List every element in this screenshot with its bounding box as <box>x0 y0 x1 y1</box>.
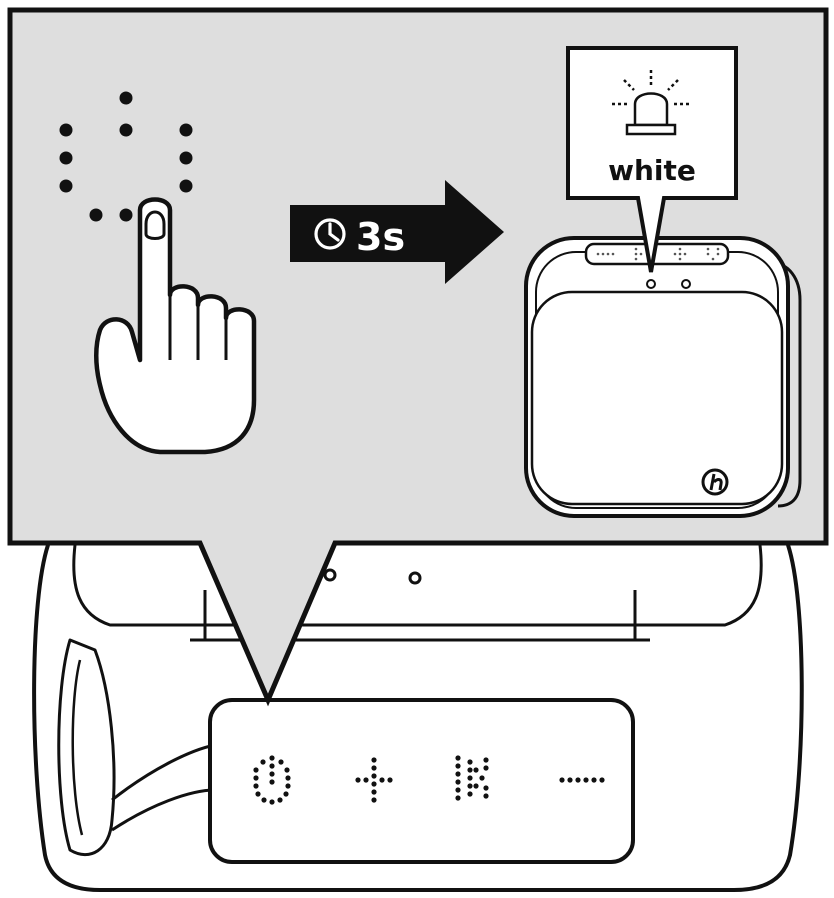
plus-button[interactable] <box>355 757 393 803</box>
timer-arrow: 3s <box>290 180 504 284</box>
small-device-button-icons <box>596 247 720 261</box>
control-panel <box>208 698 635 864</box>
brand-logo <box>701 468 729 496</box>
play-pause-icon <box>455 755 489 801</box>
power-icon <box>253 755 291 805</box>
led-color-label: white <box>608 154 696 187</box>
led-indicator <box>646 279 656 289</box>
led-color-bubble: white <box>566 46 738 273</box>
play-pause-button[interactable] <box>455 755 489 801</box>
minus-button[interactable] <box>559 777 605 783</box>
clock-icon <box>314 218 346 250</box>
timer-duration-label: 3s <box>356 215 405 259</box>
speaker-device-small <box>524 236 802 518</box>
finger-press-icon <box>59 91 257 455</box>
light-signal-icon <box>612 70 690 136</box>
speaker-device-large <box>32 544 804 892</box>
minus-icon <box>559 777 605 783</box>
plus-icon <box>355 757 393 803</box>
press-ripple-dots <box>59 91 193 222</box>
power-button[interactable] <box>253 755 291 805</box>
